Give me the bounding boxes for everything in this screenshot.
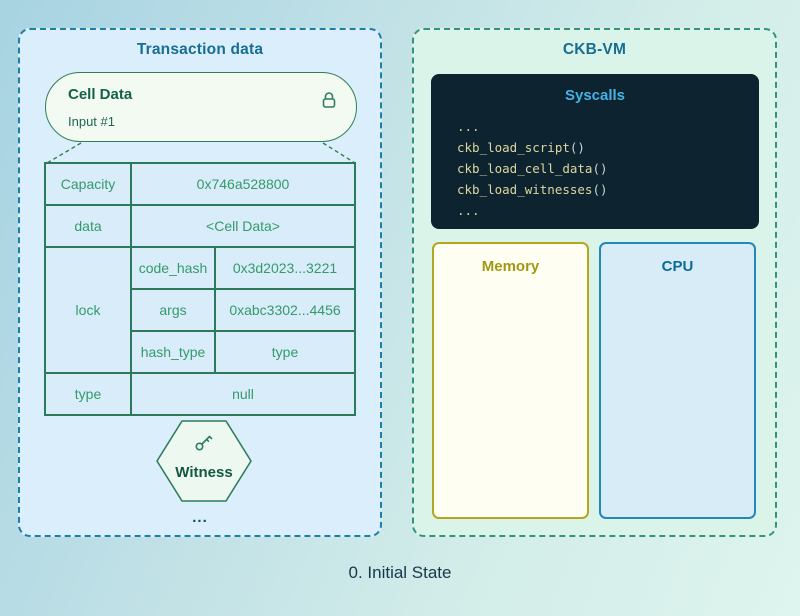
memory-label: Memory	[481, 258, 540, 275]
syscall-text: ckb_load_script	[457, 140, 570, 155]
field-label: lock	[44, 246, 132, 374]
table-row: data <Cell Data>	[44, 204, 356, 248]
field-label: data	[44, 204, 132, 248]
field-label: args	[130, 288, 216, 332]
field-label: hash_type	[130, 330, 216, 374]
cpu-box: CPU	[599, 242, 756, 519]
table-row: type null	[44, 372, 356, 416]
table-row: args 0xabc3302...4456	[45, 288, 356, 332]
table-row: Capacity 0x746a528800	[44, 162, 356, 206]
cell-fields-table: Capacity 0x746a528800 data <Cell Data> l…	[44, 162, 356, 416]
syscall-parens: ()	[592, 182, 608, 197]
lock-icon	[319, 90, 339, 115]
syscall-line: ckb_load_script()	[457, 137, 759, 158]
syscall-line: ckb_load_cell_data()	[457, 158, 759, 179]
field-value: 0x746a528800	[130, 162, 356, 206]
field-value: type	[214, 330, 356, 374]
transaction-data-panel: Transaction data Cell Data Input #1 Capa…	[18, 28, 382, 537]
state-caption: 0. Initial State	[348, 563, 452, 582]
more-items-ellipsis: ...	[192, 509, 208, 526]
syscall-text: ckb_load_cell_data	[457, 161, 593, 176]
field-value: <Cell Data>	[130, 204, 356, 248]
table-row: lock code_hash 0x3d2023...3221	[44, 246, 356, 374]
syscall-line: ...	[457, 116, 759, 137]
syscall-line: ckb_load_witnesses()	[457, 179, 759, 200]
transaction-data-title: Transaction data	[136, 41, 264, 58]
cell-data-title: Cell Data	[68, 86, 133, 103]
syscall-text: ...	[457, 119, 480, 134]
syscall-parens: ()	[592, 161, 608, 176]
field-value: null	[130, 372, 356, 416]
witness-hexagon: Witness	[155, 418, 253, 504]
field-label: Capacity	[44, 162, 132, 206]
cpu-label: CPU	[661, 258, 694, 275]
field-value: 0x3d2023...3221	[214, 246, 356, 290]
witness-label: Witness	[175, 464, 233, 481]
cell-data-card: Cell Data Input #1	[45, 72, 357, 142]
field-label: code_hash	[130, 246, 216, 290]
syscalls-box: Syscalls ... ckb_load_script() ckb_load_…	[431, 74, 759, 229]
syscall-text: ...	[457, 203, 480, 218]
ckb-vm-panel: CKB-VM Syscalls ... ckb_load_script() ck…	[412, 28, 777, 537]
syscalls-title: Syscalls	[564, 87, 626, 104]
field-value: 0xabc3302...4456	[214, 288, 356, 332]
memory-box: Memory	[432, 242, 589, 519]
table-row: hash_type type	[45, 330, 356, 374]
syscalls-code: ... ckb_load_script() ckb_load_cell_data…	[457, 116, 759, 221]
syscall-parens: ()	[569, 140, 585, 155]
syscall-text: ckb_load_witnesses	[457, 182, 593, 197]
field-label: type	[44, 372, 132, 416]
syscall-line: ...	[457, 200, 759, 221]
cell-data-subtitle: Input #1	[68, 114, 115, 129]
ckb-vm-title: CKB-VM	[562, 41, 627, 58]
